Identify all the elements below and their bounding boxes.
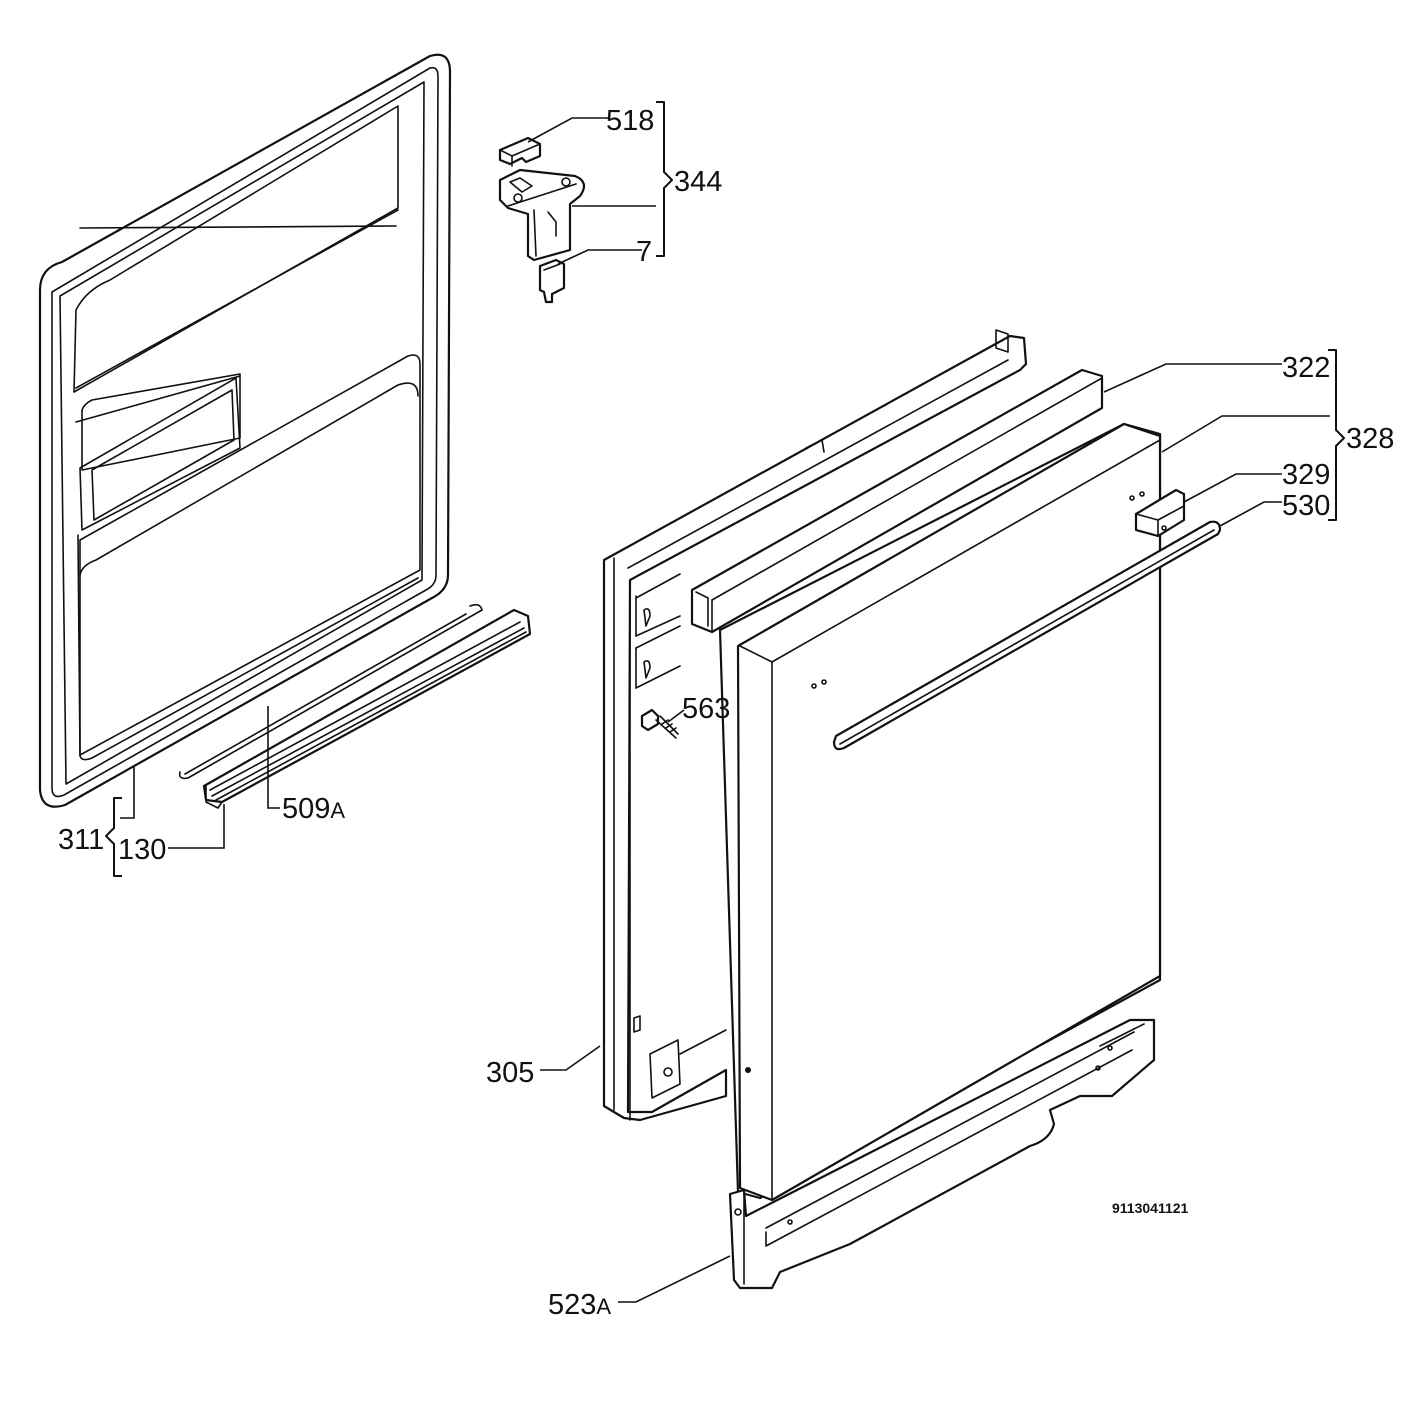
- callout-523a-number: 523: [548, 1289, 596, 1321]
- callout-518: 518: [606, 105, 654, 137]
- callout-311: 311: [58, 824, 104, 856]
- callout-509a: 509A: [282, 793, 345, 825]
- callout-344: 344: [674, 166, 722, 198]
- callout-7: 7: [636, 236, 652, 268]
- hinge-clip-7: [538, 258, 566, 304]
- document-number: 9113041121: [1112, 1200, 1189, 1216]
- brace-344: [656, 101, 673, 257]
- door-seal: [202, 608, 532, 809]
- callout-328: 328: [1346, 423, 1394, 455]
- callout-523a-suffix: A: [596, 1294, 611, 1319]
- inner-door-panel: [38, 53, 452, 808]
- bottom-trim: [728, 1018, 1156, 1290]
- hinge-rod: [178, 603, 483, 780]
- door-handle: [832, 520, 1222, 751]
- callout-563: 563: [682, 693, 730, 725]
- callout-530: 530: [1282, 490, 1330, 522]
- callout-130: 130: [118, 834, 166, 866]
- callout-523a: 523A: [548, 1289, 611, 1321]
- hinge-body: [498, 168, 586, 262]
- brace-328: [1328, 349, 1345, 521]
- callout-509a-suffix: A: [330, 798, 345, 823]
- hinge-cover-518: [498, 136, 542, 167]
- callout-322: 322: [1282, 352, 1330, 384]
- handle-bracket: [1134, 488, 1186, 538]
- leader-lines: [120, 117, 1330, 1303]
- top-trim-profile: [690, 368, 1104, 634]
- callout-509a-number: 509: [282, 793, 330, 825]
- brace-311: [105, 797, 122, 877]
- callout-305: 305: [486, 1057, 534, 1089]
- callout-329: 329: [1282, 459, 1330, 491]
- screw: [640, 708, 679, 739]
- side-frame: [602, 329, 1028, 1122]
